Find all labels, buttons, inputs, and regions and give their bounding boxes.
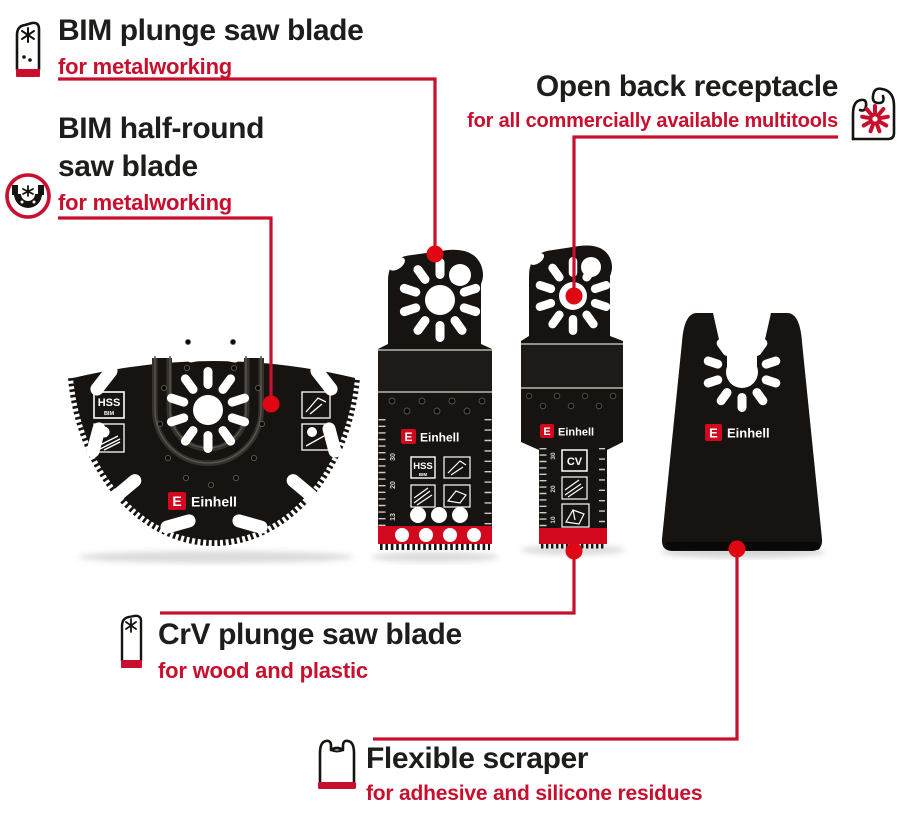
- crv-plunge-blade-icon: [120, 614, 143, 668]
- half-round-blade-icon: [5, 173, 51, 219]
- logo-mark: [168, 492, 186, 510]
- callout-crv-plunge: CrV plunge saw blade for wood and plasti…: [158, 616, 462, 684]
- callout-half-round: BIM half-round saw blade for metalworkin…: [58, 110, 264, 216]
- callout-title: BIM plunge saw blade: [58, 14, 364, 47]
- brand-wordmark: Einhell: [727, 426, 770, 441]
- callout-scraper: Flexible scraper for adhesive and silico…: [366, 740, 703, 806]
- clamp-band: [378, 350, 492, 392]
- callout-subtitle: for adhesive and silicone residues: [366, 782, 703, 805]
- callout-title-line2: saw blade: [58, 150, 198, 183]
- material-label-box: HSS BIM: [410, 456, 436, 479]
- einhell-logo: E Einhell: [401, 429, 459, 445]
- logo-letter: E: [172, 493, 181, 509]
- back-notch: [529, 253, 545, 265]
- blade-body: [521, 245, 623, 543]
- application-pictograms: [93, 391, 331, 453]
- brand-wordmark: Einhell: [191, 494, 237, 510]
- depth-mark: 20: [390, 481, 397, 489]
- scraper-edge: [665, 542, 820, 550]
- receptacle-star: [399, 258, 481, 342]
- clamp-band: [521, 344, 623, 388]
- einhell-logo: E Einhell: [540, 424, 594, 439]
- logo-letter: E: [543, 426, 550, 438]
- brand-wordmark: Einhell: [420, 431, 459, 445]
- material-label-box: CV: [561, 449, 588, 472]
- logo-mark: [705, 424, 722, 441]
- icon-star: [860, 104, 890, 134]
- rivets: [525, 392, 617, 410]
- rivets: [388, 397, 486, 415]
- highlight-line: [154, 356, 262, 464]
- floor-shadow: [371, 552, 499, 562]
- receptacle-star: [703, 332, 781, 412]
- top-slot: [185, 349, 202, 363]
- callout-title: Flexible scraper: [366, 742, 589, 775]
- icon-star: [22, 185, 34, 197]
- einhell-logo: E Einhell: [705, 424, 770, 441]
- callout-subtitle: for metalworking: [58, 190, 233, 215]
- callout-open-back: Open back receptacle for all commerciall…: [418, 68, 838, 133]
- callout-bim-plunge: BIM plunge saw blade for metalworking: [58, 12, 364, 80]
- application-pictograms: [410, 456, 471, 508]
- material-label: HSS: [98, 397, 121, 409]
- callout-title-line1: BIM half-round: [58, 112, 265, 145]
- logo-letter: E: [404, 430, 412, 444]
- callout-subtitle: for wood and plastic: [158, 658, 368, 683]
- back-notch: [389, 257, 405, 271]
- material-label: HSS: [413, 461, 433, 472]
- callout-title: CrV plunge saw blade: [158, 618, 462, 651]
- band-dots: [395, 528, 481, 542]
- crv-plunge-saw-blade-image: E Einhell 30 20 10 CV: [521, 245, 625, 555]
- icon-star: [125, 618, 137, 633]
- callout-title: Open back receptacle: [535, 70, 839, 103]
- scraper-body: [661, 313, 823, 551]
- logo-mark: [401, 429, 416, 444]
- material-label: CV: [567, 456, 583, 468]
- brand-wordmark: Einhell: [558, 427, 594, 439]
- depth-mark: 20: [550, 485, 557, 493]
- application-pictograms: [561, 476, 590, 528]
- depth-mark: 13: [390, 513, 397, 521]
- bim-plunge-saw-blade-image: 30 20 13 E Einhell HSS BIM: [371, 249, 499, 562]
- half-round-saw-blade-image: HSS BIM E Einhell: [68, 338, 360, 563]
- scraper-icon: [318, 739, 356, 789]
- depth-mark: 30: [550, 452, 557, 460]
- open-back-receptacle-icon: [851, 87, 896, 141]
- icon-star: [21, 27, 35, 43]
- red-band: [539, 528, 607, 544]
- callout-subtitle: for all commercially available multitool…: [467, 110, 838, 132]
- depth-mark: 10: [550, 516, 557, 524]
- callout-subtitle: for metalworking: [58, 54, 233, 79]
- blade-body: [378, 249, 492, 544]
- receptacle-opening: [713, 313, 771, 344]
- depth-mark: 30: [390, 453, 397, 461]
- logo-letter: E: [709, 426, 718, 441]
- u-channel-inner: [157, 358, 259, 461]
- floor-shadow: [78, 551, 354, 563]
- einhell-logo: E Einhell: [168, 492, 237, 510]
- material-sublabel: BIM: [104, 411, 115, 417]
- logo-mark: [540, 424, 554, 438]
- material-sublabel: BIM: [419, 472, 428, 477]
- plunge-saw-blade-icon: [15, 21, 41, 77]
- index-dots: [410, 507, 468, 523]
- flexible-scraper-image: E Einhell: [661, 313, 825, 558]
